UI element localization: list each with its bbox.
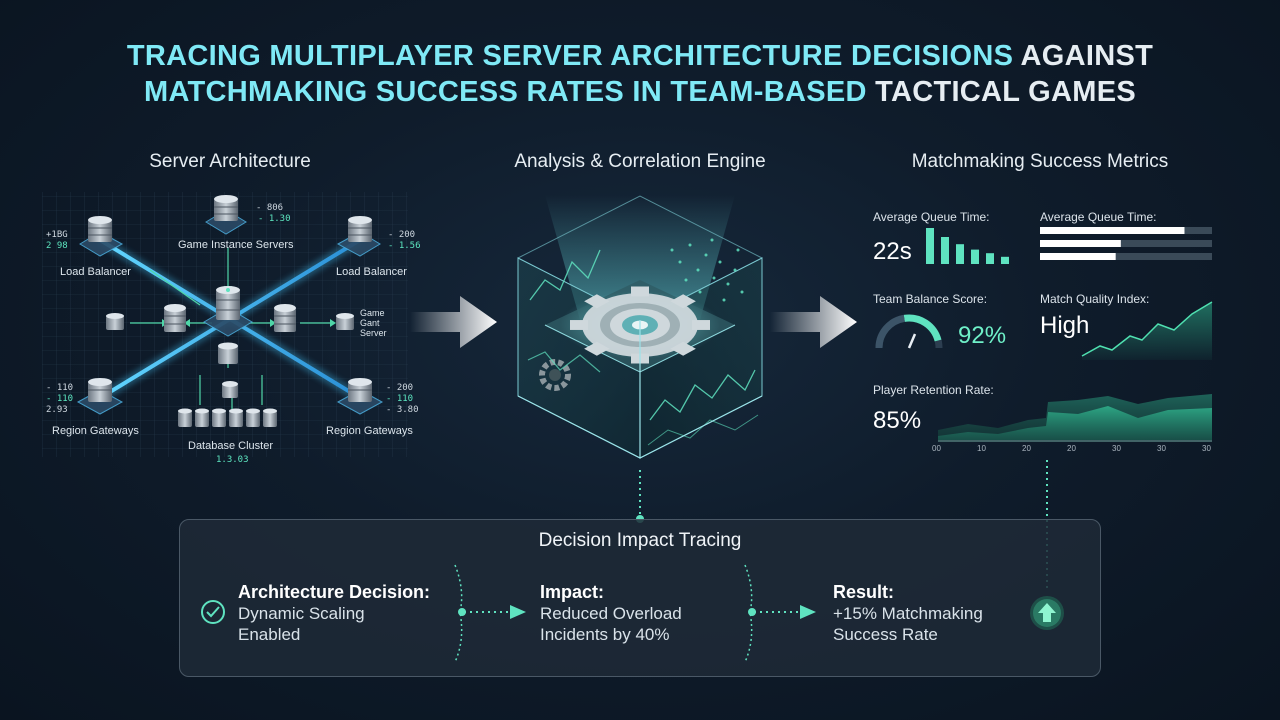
match-quality-value: High bbox=[1040, 312, 1090, 339]
result-heading: Result: bbox=[833, 582, 895, 602]
server-stack-region-right bbox=[348, 378, 372, 402]
server-stack-core-right bbox=[274, 304, 296, 332]
arrow-right-icon bbox=[770, 296, 857, 348]
label-region-gateways-right: Region Gateways bbox=[326, 425, 413, 437]
retention-value: 85% bbox=[873, 407, 922, 434]
impact-line2: Incidents by 40% bbox=[540, 625, 670, 644]
label-game-server: Game Gant Server bbox=[360, 308, 387, 338]
label-load-balancer-right: Load Balancer bbox=[336, 266, 407, 278]
team-balance-gauge bbox=[875, 314, 943, 349]
queue-hbar-track bbox=[1040, 240, 1212, 247]
retention-axis-tick: 30 bbox=[1157, 444, 1166, 453]
readout-tr-a: - 200 bbox=[388, 230, 416, 240]
server-stack-load-balancer-left bbox=[88, 216, 112, 242]
team-balance-label: Team Balance Score: bbox=[873, 292, 988, 306]
arch-decision-line1: Dynamic Scaling bbox=[238, 604, 365, 623]
small-gear-icon bbox=[539, 359, 571, 391]
label-region-gateways-left: Region Gateways bbox=[52, 425, 139, 437]
retention-axis-tick: 00 bbox=[932, 444, 941, 453]
retention-chart bbox=[938, 394, 1212, 442]
retention-axis-tick: 20 bbox=[1022, 444, 1031, 453]
match-quality-chart bbox=[1081, 301, 1213, 360]
label-game-instance-servers: Game Instance Servers bbox=[178, 239, 294, 251]
impact-heading: Impact: bbox=[540, 582, 605, 602]
check-circle-icon bbox=[201, 600, 225, 624]
server-stack-edge-right bbox=[336, 313, 354, 330]
server-stack-mid-lower bbox=[218, 342, 238, 364]
arrow-right-icon bbox=[510, 605, 526, 619]
page-title: TRACING MULTIPLAYER SERVER ARCHITECTURE … bbox=[126, 40, 1154, 108]
retention-axis: 00 10 20 20 30 30 30 bbox=[932, 444, 1218, 456]
gauge-base bbox=[875, 314, 906, 349]
queue-time-value: 22s bbox=[873, 238, 912, 265]
queue-bar bbox=[971, 249, 979, 264]
server-stack-region-left bbox=[88, 378, 112, 402]
retention-axis-tick: 30 bbox=[1202, 444, 1211, 453]
retention-axis-tick: 20 bbox=[1067, 444, 1076, 453]
scatter-dots bbox=[670, 238, 744, 302]
queue-bar bbox=[986, 253, 994, 264]
gauge-needle bbox=[907, 333, 917, 349]
arrow-right-icon bbox=[800, 605, 816, 619]
metrics-heading: Matchmaking Success Metrics bbox=[911, 151, 1169, 172]
arrow-right-icon bbox=[410, 296, 497, 348]
queue-hbar bbox=[1040, 227, 1185, 234]
server-stack-core bbox=[216, 286, 240, 320]
readout-bl-b: - 110 bbox=[46, 394, 74, 404]
server-stack-game-instance bbox=[214, 195, 238, 221]
server-stack-core-left bbox=[164, 304, 186, 332]
result-line1: +15% Matchmaking bbox=[833, 604, 983, 623]
retention-axis-tick: 30 bbox=[1112, 444, 1121, 453]
readout-tr-b: - 1.56 bbox=[388, 241, 421, 251]
arch-decision-line2: Enabled bbox=[238, 625, 301, 644]
decision-panel bbox=[179, 519, 1101, 677]
queue-time-label-2: Average Queue Time: bbox=[1040, 210, 1157, 224]
retention-axis-tick: 10 bbox=[977, 444, 986, 453]
queue-hbar-track bbox=[1040, 253, 1212, 260]
queue-hbar bbox=[1040, 240, 1121, 247]
server-stack-edge-left bbox=[106, 313, 124, 330]
engine-heading: Analysis & Correlation Engine bbox=[514, 151, 766, 172]
arrow-up-icon bbox=[1030, 596, 1064, 630]
database-cylinders bbox=[178, 408, 277, 427]
queue-time-label: Average Queue Time: bbox=[873, 210, 990, 224]
server-stack-load-balancer-right bbox=[348, 216, 372, 242]
match-quality-label: Match Quality Index: bbox=[1040, 292, 1150, 306]
label-load-balancer-left: Load Balancer bbox=[60, 266, 131, 278]
impact-line1: Reduced Overload bbox=[540, 604, 682, 623]
queue-bar bbox=[956, 244, 964, 264]
readout-db: 1.3.03 bbox=[216, 455, 249, 465]
decision-panel-title: Decision Impact Tracing bbox=[538, 530, 742, 551]
queue-hbar bbox=[1040, 253, 1116, 260]
queue-bar bbox=[941, 237, 949, 264]
gauge-fill bbox=[903, 314, 942, 342]
readout-br-c: - 3.80 bbox=[386, 405, 419, 415]
readout-bl-a: - 110 bbox=[46, 383, 74, 393]
server-stack-db-top bbox=[222, 381, 238, 398]
arch-decision-heading: Architecture Decision: bbox=[238, 582, 431, 602]
queue-bar bbox=[1001, 256, 1009, 264]
queue-time-hbars bbox=[1040, 227, 1212, 260]
readout-bl-c: 2.93 bbox=[46, 405, 68, 415]
readout-br-a: - 200 bbox=[386, 383, 414, 393]
retention-label: Player Retention Rate: bbox=[873, 383, 994, 397]
queue-time-bars bbox=[926, 228, 1009, 264]
readout-tl-a: +1BG bbox=[46, 230, 68, 240]
result-line2: Success Rate bbox=[833, 625, 938, 644]
label-database-cluster: Database Cluster bbox=[188, 440, 273, 452]
team-balance-value: 92% bbox=[958, 322, 1007, 349]
readout-top-a: - 806 bbox=[256, 203, 284, 213]
readout-br-b: - 110 bbox=[386, 394, 414, 404]
readout-top-b: - 1.30 bbox=[258, 214, 291, 224]
architecture-heading: Server Architecture bbox=[149, 151, 311, 172]
readout-tl-b: 2 98 bbox=[46, 241, 68, 251]
light-beam bbox=[545, 195, 735, 320]
queue-bar bbox=[926, 228, 934, 264]
